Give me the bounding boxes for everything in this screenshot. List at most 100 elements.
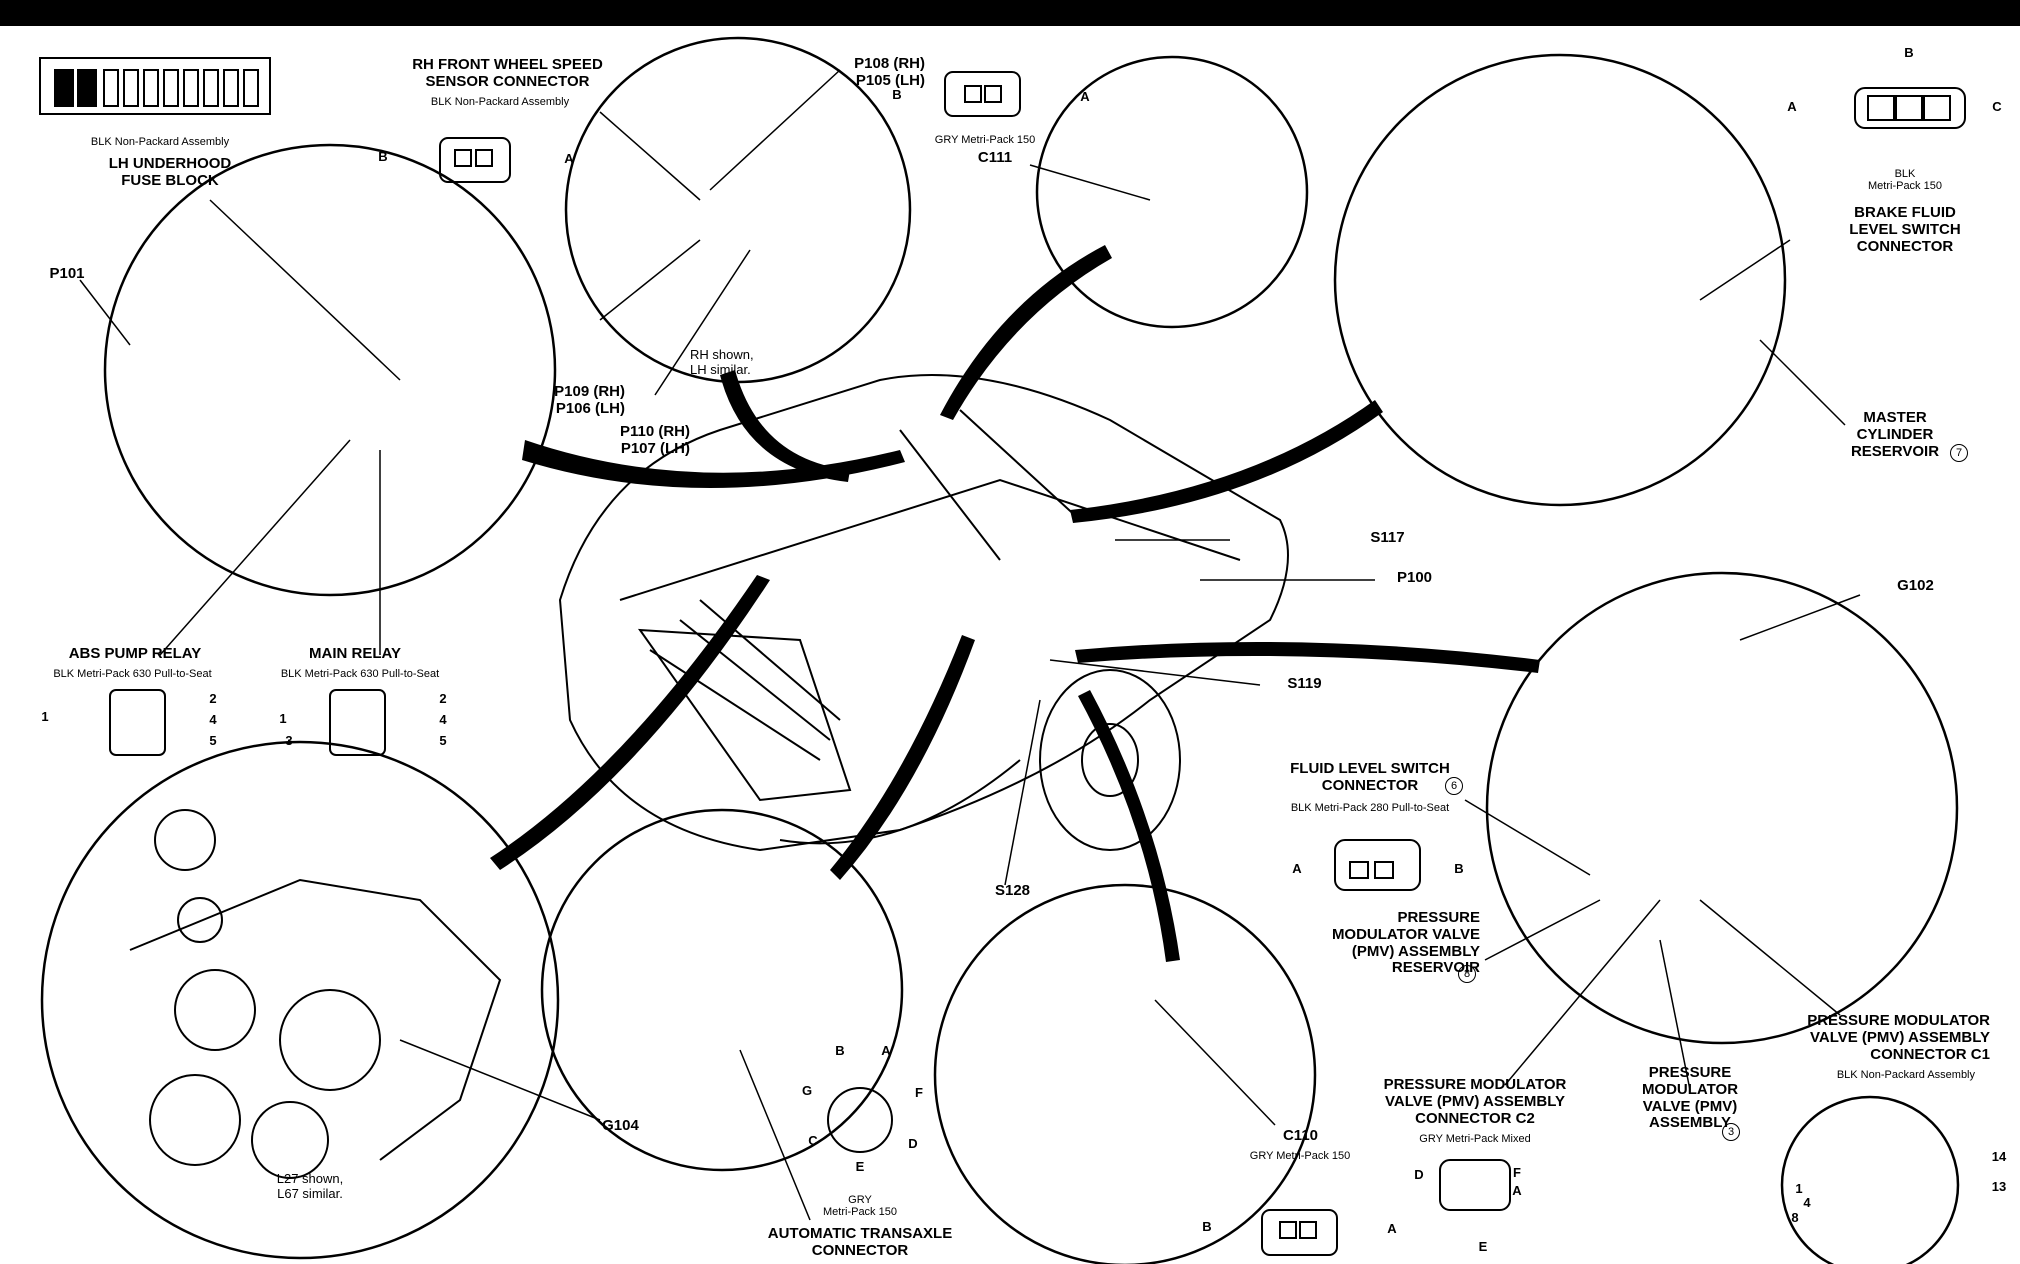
pin-4-abs: 4 bbox=[209, 712, 217, 727]
pin-c-brake: C bbox=[1992, 99, 2002, 114]
pin-5-abs: 5 bbox=[209, 733, 217, 748]
connector-faces bbox=[109, 71, 1966, 1256]
pin-a-brake: A bbox=[1787, 99, 1797, 114]
car-outline bbox=[558, 374, 1289, 852]
pmv-c1-type: BLK Non-Packard Assembly bbox=[1836, 1069, 1975, 1081]
pin-f-trans: F bbox=[915, 1085, 923, 1100]
pmv-c2-label: PRESSURE MODULATOR VALVE (PMV) ASSEMBLY … bbox=[1383, 1076, 1567, 1127]
swoosh-pmv bbox=[1075, 642, 1540, 673]
s119-label: S119 bbox=[1287, 675, 1322, 692]
pmv-assembly-ref: 3 bbox=[1722, 1123, 1740, 1141]
pin-13-c1: 13 bbox=[1991, 1179, 2007, 1194]
engine-art bbox=[129, 809, 502, 1179]
master-cylinder-label: MASTER CYLINDER RESERVOIR bbox=[1850, 409, 1940, 460]
trans-type: GRY Metri-Pack 150 bbox=[823, 1194, 897, 1219]
pin-d-trans: D bbox=[908, 1136, 918, 1151]
pin-1-abs: 1 bbox=[41, 709, 49, 724]
detail-circle-c110 bbox=[933, 883, 1317, 1264]
main-relay-type: BLK Metri-Pack 630 Pull-to-Seat bbox=[280, 668, 440, 680]
pin-a-fluid: A bbox=[1292, 861, 1302, 876]
fuse-block-icon bbox=[39, 57, 271, 115]
pin-e-trans: E bbox=[855, 1159, 865, 1174]
fuse-block-label: LH UNDERHOOD FUSE BLOCK bbox=[108, 155, 232, 189]
pin-1-main: 1 bbox=[279, 711, 287, 726]
detail-circle-brake bbox=[1333, 53, 1787, 507]
rh-wheel-speed-type: BLK Non-Packard Assembly bbox=[430, 96, 570, 108]
pin-d-c2: D bbox=[1414, 1167, 1424, 1182]
brake-fluid-label: BRAKE FLUID LEVEL SWITCH CONNECTOR bbox=[1849, 204, 1961, 255]
swoosh-trans bbox=[830, 635, 975, 880]
pmv-reservoir-label: PRESSURE MODULATOR VALVE (PMV) ASSEMBLY … bbox=[1331, 909, 1480, 977]
brake-fluid-type: BLK Metri-Pack 150 bbox=[1868, 168, 1942, 193]
pin-a-c111: A bbox=[1080, 89, 1090, 104]
pin-b-c111: B bbox=[892, 87, 902, 102]
pin-5-main: 5 bbox=[439, 733, 447, 748]
main-relay-label: MAIN RELAY bbox=[309, 645, 401, 662]
pin-14-c1: 14 bbox=[1991, 1149, 2007, 1164]
l27-note: L27 shown, L67 similar. bbox=[276, 1171, 344, 1201]
pin-8-c1: 8 bbox=[1791, 1210, 1799, 1225]
detail-circle-c111 bbox=[1035, 55, 1309, 329]
detail-circle-engine bbox=[40, 740, 560, 1260]
pin-e-c2: E bbox=[1478, 1239, 1488, 1254]
swoosh-c111 bbox=[940, 245, 1112, 420]
rh-shown-note: RH shown, LH similar. bbox=[690, 347, 754, 377]
fluid-switch-ref: 6 bbox=[1445, 777, 1463, 795]
pin-b-brake: B bbox=[1904, 45, 1914, 60]
detail-circle-fuse bbox=[103, 143, 557, 597]
pin-a-c2: A bbox=[1512, 1183, 1522, 1198]
top-border-bar bbox=[0, 0, 2020, 26]
fluid-switch-label: FLUID LEVEL SWITCH CONNECTOR bbox=[1290, 760, 1450, 794]
abs-relay-type: BLK Metri-Pack 630 Pull-to-Seat bbox=[53, 668, 212, 680]
fuse-block-type: BLK Non-Packard Assembly bbox=[90, 136, 230, 148]
c111-label: C111 bbox=[977, 149, 1013, 166]
pmv-c2-type: GRY Metri-Pack Mixed bbox=[1419, 1133, 1531, 1145]
rh-wheel-speed-label: RH FRONT WHEEL SPEED SENSOR CONNECTOR bbox=[412, 56, 603, 90]
detail-circle-c1-end bbox=[1780, 1095, 1960, 1264]
pin-2-abs: 2 bbox=[209, 691, 217, 706]
pmv-c1-label: PRESSURE MODULATOR VALVE (PMV) ASSEMBLY … bbox=[1807, 1012, 1990, 1063]
p108-label: P108 (RH) P105 (LH) bbox=[854, 55, 925, 89]
s128-label: S128 bbox=[994, 882, 1031, 899]
pin-b-c110: B bbox=[1202, 1219, 1212, 1234]
pin-a-trans: A bbox=[881, 1043, 891, 1058]
pin-g-trans: G bbox=[801, 1083, 813, 1098]
detail-circle-pmv bbox=[1485, 571, 1959, 1045]
p110-label: P110 (RH) P107 (LH) bbox=[619, 423, 690, 457]
fluid-switch-type: BLK Metri-Pack 280 Pull-to-Seat bbox=[1290, 802, 1450, 814]
g102-label: G102 bbox=[1897, 577, 1934, 594]
swoosh-c110 bbox=[1078, 690, 1180, 962]
swoosh-engine bbox=[490, 575, 770, 870]
abs-relay-label: ABS PUMP RELAY bbox=[68, 645, 202, 662]
c111-type: GRY Metri-Pack 150 bbox=[934, 134, 1036, 146]
master-cylinder-ref: 7 bbox=[1950, 444, 1968, 462]
swoosh-brake bbox=[1070, 400, 1383, 523]
pmv-reservoir-ref: 8 bbox=[1458, 965, 1476, 983]
pin-4-c1: 4 bbox=[1803, 1195, 1811, 1210]
pin-1-c1: 1 bbox=[1795, 1181, 1803, 1196]
detail-circle-trans bbox=[540, 808, 904, 1172]
pin-f-c2: F bbox=[1513, 1165, 1521, 1180]
p100-label: P100 bbox=[1396, 569, 1433, 586]
pin-2-main: 2 bbox=[439, 691, 447, 706]
pin-3-main: 3 bbox=[285, 733, 293, 748]
trans-label: AUTOMATIC TRANSAXLE CONNECTOR bbox=[767, 1225, 953, 1259]
s117-label: S117 bbox=[1370, 529, 1405, 546]
leader-lines bbox=[79, 69, 1861, 1221]
p109-label: P109 (RH) P106 (LH) bbox=[554, 383, 625, 417]
pin-c-trans: C bbox=[808, 1133, 818, 1148]
pmv-assembly-label: PRESSURE MODULATOR VALVE (PMV) ASSEMBLY bbox=[1641, 1064, 1739, 1132]
pin-a-wheel: A bbox=[564, 151, 574, 166]
c110-label: C110 bbox=[1282, 1127, 1319, 1144]
pin-a-c110: A bbox=[1387, 1221, 1397, 1236]
pin-4-main: 4 bbox=[439, 712, 447, 727]
p101-label: P101 bbox=[49, 265, 85, 282]
g104-label: G104 bbox=[602, 1117, 639, 1134]
pin-b-wheel: B bbox=[378, 149, 388, 164]
swoosh-fuse bbox=[522, 440, 905, 489]
c110-type: GRY Metri-Pack 150 bbox=[1249, 1150, 1351, 1162]
pin-b-trans: B bbox=[835, 1043, 845, 1058]
detail-circle-wheel bbox=[564, 36, 912, 384]
